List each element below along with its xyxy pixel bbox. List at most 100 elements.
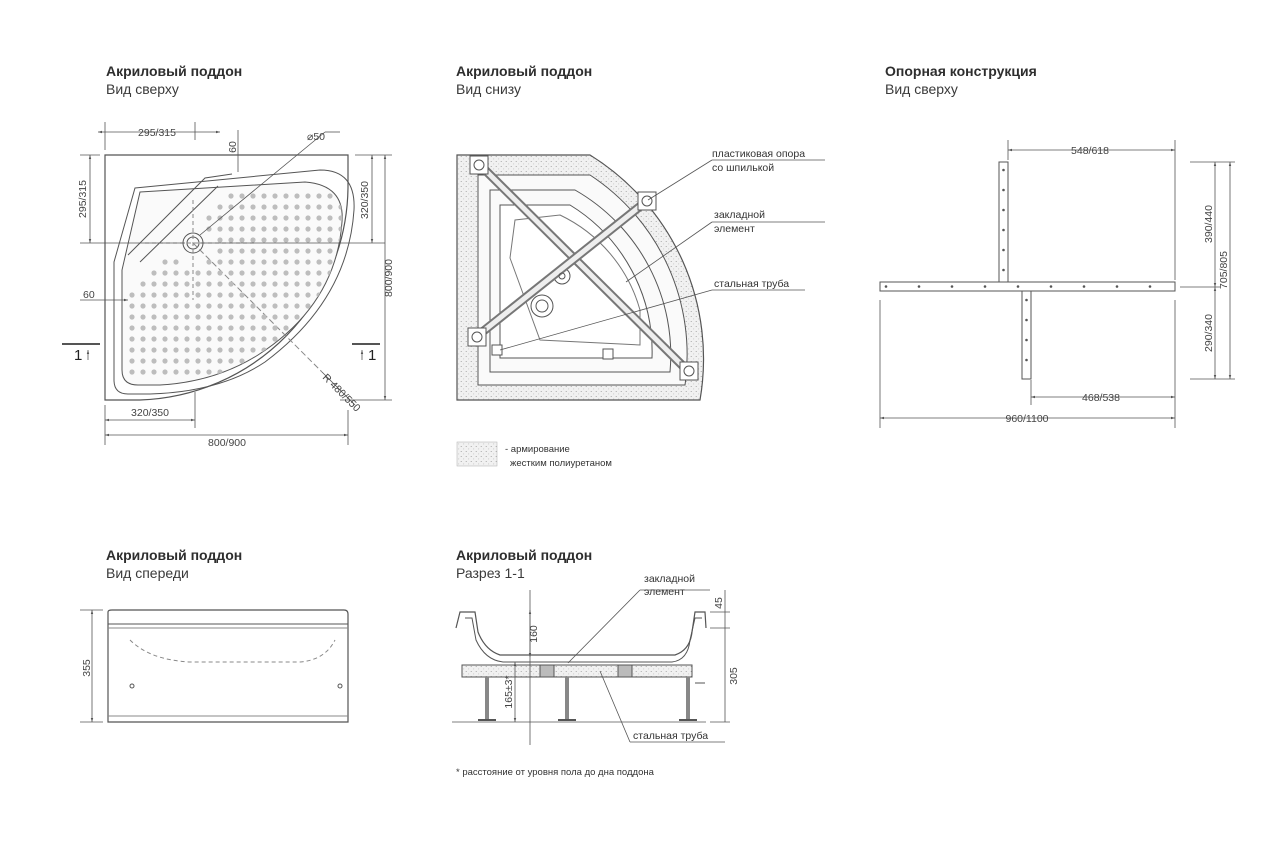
anti-slip-dot — [338, 281, 343, 287]
anti-slip-dot — [228, 248, 234, 254]
anti-slip-dot — [261, 281, 267, 287]
anti-slip-dot — [173, 281, 179, 287]
anti-slip-dot — [305, 314, 311, 320]
frame-hole — [1082, 285, 1086, 288]
anti-slip-dot — [250, 314, 256, 320]
dim-frame-290: 290/340 — [1203, 314, 1215, 352]
label-steel-pipe: стальная труба — [714, 278, 789, 290]
anti-slip-dot — [228, 226, 234, 232]
anti-slip-dot — [305, 193, 311, 199]
anti-slip-dot — [327, 336, 333, 342]
anti-slip-dot — [283, 237, 289, 243]
anti-slip-dot — [239, 303, 245, 309]
anti-slip-dot — [338, 325, 343, 331]
anti-slip-dot — [250, 292, 256, 298]
anti-slip-dot — [327, 303, 333, 309]
anti-slip-dot — [140, 325, 146, 331]
anti-slip-dot — [283, 325, 289, 331]
anti-slip-dot — [206, 369, 212, 375]
anti-slip-dot — [129, 336, 135, 342]
frame-hole — [1025, 338, 1028, 342]
anti-slip-dot — [239, 248, 245, 254]
dim-frame-705: 705/805 — [1218, 251, 1230, 289]
anti-slip-dot — [338, 204, 343, 210]
anti-slip-dot — [272, 314, 278, 320]
anti-slip-dot — [250, 204, 256, 210]
dim-width-top: 295/315 — [138, 127, 176, 139]
anti-slip-dot — [184, 292, 190, 298]
anti-slip-dot — [272, 292, 278, 298]
view-title: Акриловый поддон — [456, 63, 593, 79]
anti-slip-dot — [283, 193, 289, 199]
anti-slip-dot — [217, 259, 223, 265]
anti-slip-dot — [239, 215, 245, 221]
anti-slip-dot — [140, 303, 146, 309]
section-view-header: Акриловый поддон Разрез 1-1 — [456, 546, 592, 582]
frame-hole — [884, 285, 888, 288]
anti-slip-dot — [283, 215, 289, 221]
anti-slip-dot — [239, 270, 245, 276]
anti-slip-dot — [151, 303, 157, 309]
frame-hole — [1025, 318, 1028, 322]
anti-slip-dot — [228, 204, 234, 210]
anti-slip-dot — [327, 281, 333, 287]
top-view-header: Акриловый поддон Вид сверху — [106, 62, 242, 98]
dim-frame-548: 548/618 — [1071, 145, 1109, 157]
anti-slip-dot — [283, 248, 289, 254]
anti-slip-dot — [228, 358, 234, 364]
anti-slip-dot — [272, 325, 278, 331]
anti-slip-dot — [162, 325, 168, 331]
frame-view-header: Опорная конструкция Вид сверху — [885, 62, 1037, 98]
anti-slip-dot — [239, 204, 245, 210]
anti-slip-dot — [316, 325, 322, 331]
anti-slip-dot — [162, 303, 168, 309]
anti-slip-dot — [316, 259, 322, 265]
anti-slip-dot — [239, 336, 245, 342]
frame-hole — [950, 285, 954, 288]
anti-slip-dot — [261, 270, 267, 276]
anti-slip-dot — [294, 314, 300, 320]
footnote: * расстояние от уровня пола до дна поддо… — [456, 767, 655, 778]
frame-hole — [1002, 248, 1005, 252]
anti-slip-dot — [151, 270, 157, 276]
dim-section-305: 305 — [728, 667, 740, 685]
anti-slip-dot — [305, 226, 311, 232]
anti-slip-dot — [151, 314, 157, 320]
anti-slip-dot — [184, 270, 190, 276]
anti-slip-dot — [184, 369, 190, 375]
anti-slip-dot — [129, 358, 135, 364]
anti-slip-dot — [316, 314, 322, 320]
anti-slip-dot — [217, 292, 223, 298]
anti-slip-dot — [250, 336, 256, 342]
anti-slip-dot — [283, 292, 289, 298]
anti-slip-dot — [151, 281, 157, 287]
anti-slip-dot — [294, 303, 300, 309]
anti-slip-dot — [129, 369, 135, 375]
anti-slip-dot — [283, 281, 289, 287]
anti-slip-dot — [173, 369, 179, 375]
anti-slip-dot — [250, 215, 256, 221]
anti-slip-dot — [151, 358, 157, 364]
view-subtitle: Разрез 1-1 — [456, 565, 525, 581]
anti-slip-dot — [206, 292, 212, 298]
anti-slip-dot — [294, 204, 300, 210]
anti-slip-dot — [250, 248, 256, 254]
anti-slip-dot — [228, 336, 234, 342]
section-label-embedded: закладной — [644, 573, 695, 585]
anti-slip-dot — [173, 314, 179, 320]
anti-slip-dot — [206, 270, 212, 276]
anti-slip-dot — [272, 259, 278, 265]
anti-slip-dot — [228, 215, 234, 221]
anti-slip-dot — [228, 314, 234, 320]
anti-slip-dot — [206, 347, 212, 353]
dim-depth-left: 295/315 — [77, 180, 89, 218]
anti-slip-dot — [327, 226, 333, 232]
anti-slip-dot — [162, 281, 168, 287]
anti-slip-dot — [272, 193, 278, 199]
dim-bottom-total: 800/900 — [208, 437, 246, 449]
anti-slip-dot — [261, 292, 267, 298]
anti-slip-dot — [206, 303, 212, 309]
anti-slip-dot — [250, 259, 256, 265]
anti-slip-dot — [173, 358, 179, 364]
anti-slip-dot — [162, 369, 168, 375]
